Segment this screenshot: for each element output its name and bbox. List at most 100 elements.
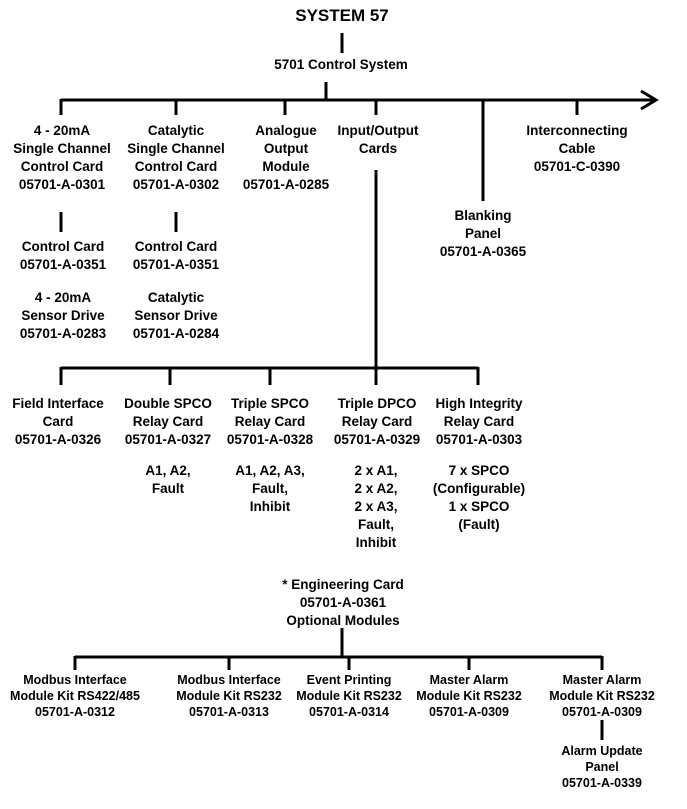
text-line: A1, A2, A3, — [235, 463, 305, 478]
text-line: Relay Card — [341, 414, 413, 429]
text-line: 2 x A1, — [354, 463, 398, 478]
text-line: Fault, — [358, 517, 394, 532]
text-line: Card — [42, 414, 74, 429]
text-line: High Integrity — [435, 396, 523, 411]
text-line: 4 - 20mA — [34, 290, 92, 305]
text-line: Blanking — [454, 208, 512, 223]
text-line: Input/Output — [337, 123, 419, 138]
text-line: 05701-A-0328 — [226, 432, 314, 447]
text-line: Field Interface — [12, 396, 104, 411]
io-note-triple-spco: A1, A2, A3, Fault, Inhibit — [235, 462, 305, 516]
text-line: 05701-A-0351 — [132, 257, 220, 272]
text-line: Sensor Drive — [21, 308, 105, 323]
text-line: 05701-A-0284 — [132, 326, 220, 341]
text-line: 05701-A-0329 — [333, 432, 421, 447]
text-line: Triple SPCO — [230, 396, 310, 411]
text-line: Control Card — [134, 159, 218, 174]
text-line: Event Printing — [306, 673, 392, 687]
text-line: Panel — [585, 760, 619, 774]
text-line: Relay Card — [443, 414, 515, 429]
text-line: Control Card — [134, 239, 218, 254]
text-line: Single Channel — [127, 141, 225, 156]
diagram-title: SYSTEM 57 — [295, 6, 389, 25]
text-line: Module Kit RS232 — [176, 689, 282, 703]
text-line: Module Kit RS232 — [416, 689, 522, 703]
text-line: 05701-A-0361 — [299, 595, 387, 610]
text-line: Modbus Interface — [177, 673, 281, 687]
text-line: Triple DPCO — [337, 396, 417, 411]
text-line: 05701-A-0303 — [435, 432, 523, 447]
text-line: Optional Modules — [286, 613, 400, 628]
text-line: 7 x SPCO — [448, 463, 510, 478]
text-line: Master Alarm — [429, 673, 509, 687]
text-line: Master Alarm — [562, 673, 642, 687]
text-line: Inhibit — [249, 499, 291, 514]
text-line: Module — [262, 159, 310, 174]
text-line: Alarm Update — [561, 744, 643, 758]
text-line: 05701-C-0390 — [533, 159, 621, 174]
text-line: Control Card — [21, 239, 105, 254]
text-line: Fault — [151, 481, 185, 496]
text-line: Module Kit RS422/485 — [10, 689, 140, 703]
control-system-label: 5701 Control System — [274, 57, 408, 72]
io-note-high-integrity: 7 x SPCO (Configurable) 1 x SPCO (Fault) — [433, 462, 525, 534]
text-line: Catalytic — [147, 123, 205, 138]
text-line: 4 - 20mA — [33, 123, 91, 138]
text-line: Panel — [464, 226, 502, 241]
text-line: 2 x A2, — [354, 481, 398, 496]
text-line: 05701-A-0351 — [19, 257, 107, 272]
io-triple-dpco-relay-card: Triple DPCO Relay Card 05701-A-0329 — [334, 395, 420, 449]
io-note-triple-dpco: 2 x A1, 2 x A2, 2 x A3, Fault, Inhibit — [354, 462, 397, 552]
text-line: A1, A2, — [145, 463, 191, 478]
text-line: 05701-A-0312 — [35, 705, 115, 719]
text-line: Double SPCO — [124, 396, 212, 411]
arrow-head-icon — [640, 89, 659, 111]
text-line: Inhibit — [355, 535, 397, 550]
io-triple-spco-relay-card: Triple SPCO Relay Card 05701-A-0328 — [227, 395, 313, 449]
text-line: Cable — [558, 141, 596, 156]
text-line: Sensor Drive — [134, 308, 218, 323]
text-line: (Fault) — [458, 517, 500, 532]
text-line: Module Kit RS232 — [296, 689, 402, 703]
text-line: Modbus Interface — [23, 673, 127, 687]
text-line: Relay Card — [132, 414, 204, 429]
sub-control-card-1: Control Card 05701-A-0351 — [20, 238, 106, 274]
text-line: 05701-A-0309 — [562, 705, 642, 719]
text-line: Interconnecting — [526, 123, 628, 138]
io-note-double-spco: A1, A2, Fault — [145, 462, 190, 498]
text-line: Control Card — [20, 159, 104, 174]
text-line: Relay Card — [234, 414, 306, 429]
text-line: 05701-A-0302 — [132, 177, 220, 192]
text-line: (Configurable) — [432, 481, 526, 496]
text-line: 05701-A-0365 — [439, 244, 527, 259]
text-line: Catalytic — [147, 290, 205, 305]
text-line: 05701-A-0313 — [189, 705, 269, 719]
text-line: Output — [263, 141, 309, 156]
text-line: 1 x SPCO — [448, 499, 510, 514]
text-line: 05701-A-0326 — [14, 432, 102, 447]
text-line: Analogue — [255, 123, 317, 138]
text-line: * Engineering Card — [282, 577, 404, 592]
text-line: 05701-A-0285 — [242, 177, 330, 192]
text-line: 05701-A-0327 — [124, 432, 212, 447]
text-line: 05701-A-0309 — [429, 705, 509, 719]
text-line: Fault, — [252, 481, 288, 496]
text-line: 2 x A3, — [354, 499, 398, 514]
